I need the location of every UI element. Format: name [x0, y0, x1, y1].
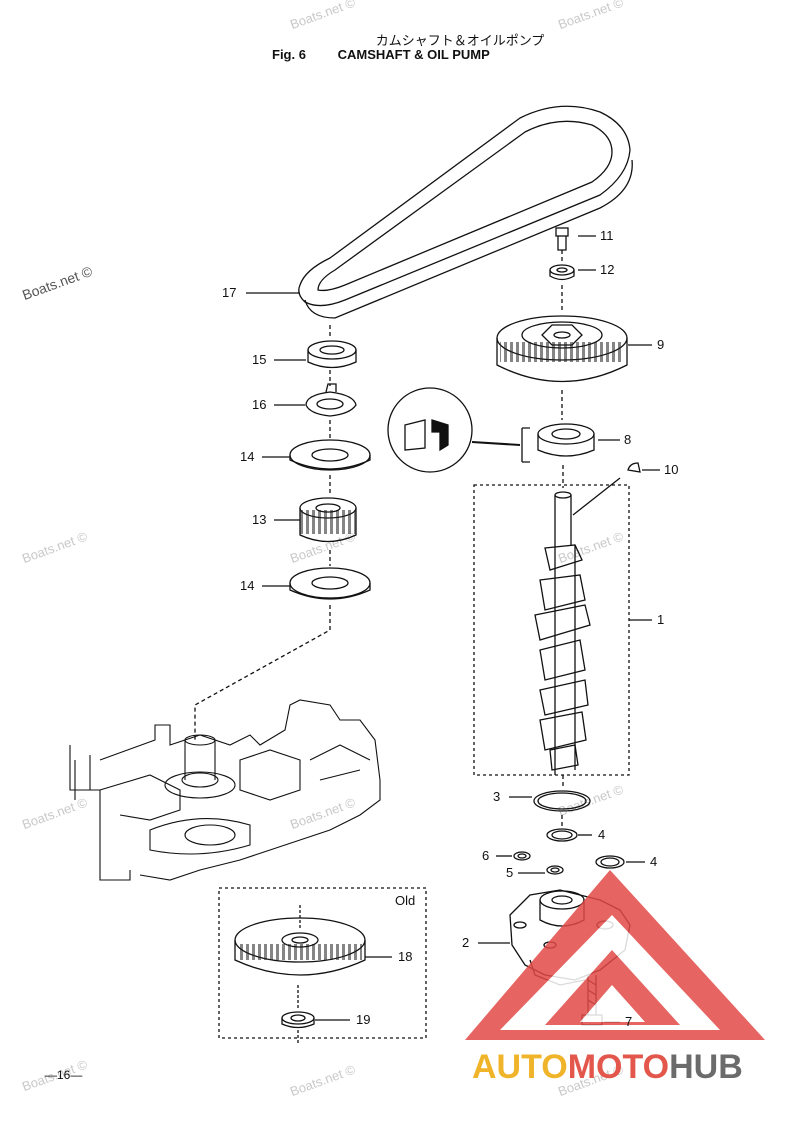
- callout-label: 8: [624, 432, 632, 447]
- logo-part: HUB: [669, 1048, 743, 1086]
- page-title: Fig. 6 CAMSHAFT & OIL PUMP: [272, 47, 490, 62]
- o-ring-5: [546, 865, 564, 875]
- logo-part: MOTO: [567, 1048, 670, 1086]
- logo-triangle: [465, 870, 765, 1040]
- figure-title: CAMSHAFT & OIL PUMP: [337, 47, 490, 62]
- callout-label: 12: [600, 262, 615, 277]
- logo: AUTOMOTOHUB: [472, 1048, 743, 1087]
- callout-label: 7: [625, 1014, 633, 1029]
- key-10: [627, 462, 641, 473]
- sprocket-13: [299, 497, 357, 543]
- callout-label: 16: [252, 397, 267, 412]
- callout-label: 14: [240, 578, 255, 593]
- old-washer-19: [281, 985, 315, 1045]
- o-ring-4-upper: [546, 828, 578, 842]
- callout-label: 13: [252, 512, 267, 527]
- detail-inset: [387, 387, 530, 473]
- nut-15: [307, 340, 357, 369]
- engine-block: [69, 699, 381, 881]
- o-ring-4-right: [595, 855, 625, 869]
- cam-pulley-9: [496, 315, 628, 383]
- logo-part: AUTO: [472, 1048, 568, 1086]
- callout-label: 5: [506, 865, 514, 880]
- washer-12: [549, 264, 575, 281]
- callout-label: 3: [493, 789, 501, 804]
- callout-label: 19: [356, 1012, 371, 1027]
- callout-label: 15: [252, 352, 267, 367]
- camshaft-1: [534, 491, 591, 775]
- callout-label: 2: [462, 935, 470, 950]
- timing-belt: [298, 105, 633, 319]
- old-pulley-18: [234, 905, 366, 976]
- callout-label: 6: [482, 848, 490, 863]
- callout-label: 9: [657, 337, 665, 352]
- page-title-japanese: カムシャフト＆オイルポンプ: [375, 33, 545, 48]
- callout-label: 11: [600, 228, 614, 243]
- figure-number: Fig. 6: [272, 47, 306, 62]
- lock-washer-16: [305, 383, 357, 417]
- old-label: Old: [395, 893, 416, 908]
- bolt-11: [555, 227, 569, 251]
- callout-label: 4: [650, 854, 658, 869]
- callout-label: 17: [222, 285, 237, 300]
- callout-label: 10: [664, 462, 679, 477]
- bearing-8: [537, 423, 595, 457]
- washer-14-upper: [289, 439, 371, 471]
- o-ring-3: [533, 790, 591, 812]
- callout-label: 18: [398, 949, 413, 964]
- callout-label: 4: [598, 827, 606, 842]
- page-number: —16—: [45, 1068, 83, 1082]
- o-ring-6: [513, 851, 531, 861]
- callout-label: 14: [240, 449, 255, 464]
- callout-label: 1: [657, 612, 665, 627]
- washer-14-lower: [289, 567, 371, 600]
